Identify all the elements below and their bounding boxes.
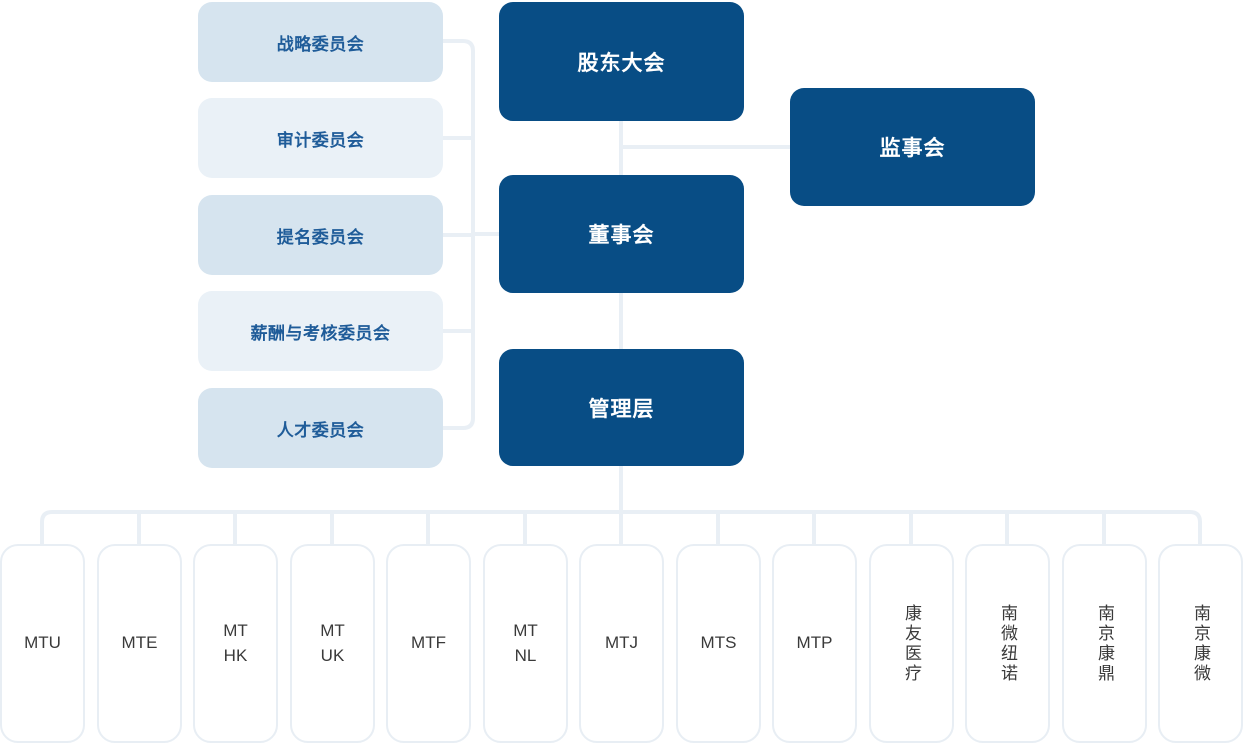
subsidiary-mtuk-label: MT UK — [320, 620, 345, 665]
subsidiary-mtp[interactable]: MTP — [772, 544, 857, 743]
committee-strategy[interactable]: 战略委员会 — [198, 2, 443, 82]
node-board-of-directors-label: 董事会 — [588, 224, 655, 247]
subsidiary-kangyou-medical-label: 康友医疗 — [902, 603, 921, 684]
subsidiary-nanjing-kangding-label: 南京康鼎 — [1095, 603, 1114, 684]
subsidiary-mte-label: MTE — [121, 633, 158, 653]
committee-nomination[interactable]: 提名委员会 — [198, 195, 443, 275]
committee-nomination-label: 提名委员会 — [276, 227, 365, 247]
node-shareholders-meeting-label: 股东大会 — [577, 51, 666, 75]
committee-compensation-label: 薪酬与考核委员会 — [250, 323, 391, 343]
subsidiary-nanjing-kangding[interactable]: 南京康鼎 — [1062, 544, 1147, 743]
subsidiary-mtuk[interactable]: MT UK — [290, 544, 375, 743]
subsidiary-nanjing-kangwei-label: 南京康微 — [1191, 603, 1210, 684]
node-board-of-supervisors[interactable]: 监事会 — [790, 88, 1035, 206]
subsidiary-mthk[interactable]: MT HK — [193, 544, 278, 743]
committee-talent-label: 人才委员会 — [276, 420, 365, 440]
subsidiary-mtj[interactable]: MTJ — [579, 544, 664, 743]
subsidiary-mtu[interactable]: MTU — [0, 544, 85, 743]
subsidiary-mtnl-label: MT NL — [513, 620, 538, 665]
subsidiary-mts[interactable]: MTS — [676, 544, 761, 743]
connector-committee-bus — [443, 39, 475, 430]
committee-audit[interactable]: 审计委员会 — [198, 98, 443, 178]
committee-strategy-label: 战略委员会 — [276, 34, 365, 54]
subsidiary-mtf[interactable]: MTF — [386, 544, 471, 743]
subsidiary-mts-label: MTS — [700, 633, 737, 653]
subsidiary-mtj-label: MTJ — [604, 633, 639, 653]
node-board-of-directors[interactable]: 董事会 — [499, 175, 744, 293]
subsidiary-nanjing-kangwei[interactable]: 南京康微 — [1158, 544, 1243, 743]
subsidiary-mte[interactable]: MTE — [97, 544, 182, 743]
subsidiary-mtf-label: MTF — [411, 633, 446, 653]
subsidiary-mthk-label: MT HK — [223, 620, 248, 665]
subsidiary-kangyou-medical[interactable]: 康友医疗 — [869, 544, 954, 743]
subsidiary-mtp-label: MTP — [796, 633, 833, 653]
subsidiary-nanwei-niuno-label: 南微纽诺 — [998, 603, 1017, 684]
node-shareholders-meeting[interactable]: 股东大会 — [499, 2, 744, 121]
node-board-of-supervisors-label: 监事会 — [879, 137, 946, 160]
subsidiary-mtu-label: MTU — [24, 633, 61, 653]
subsidiary-mtnl[interactable]: MT NL — [483, 544, 568, 743]
committee-audit-label: 审计委员会 — [276, 130, 365, 150]
subsidiary-nanwei-niuno[interactable]: 南微纽诺 — [965, 544, 1050, 743]
node-management-label: 管理层 — [588, 397, 655, 421]
committee-talent[interactable]: 人才委员会 — [198, 388, 443, 468]
connector-subsidiary-bus — [40, 510, 1202, 544]
node-management[interactable]: 管理层 — [499, 349, 744, 466]
committee-compensation[interactable]: 薪酬与考核委员会 — [198, 291, 443, 371]
